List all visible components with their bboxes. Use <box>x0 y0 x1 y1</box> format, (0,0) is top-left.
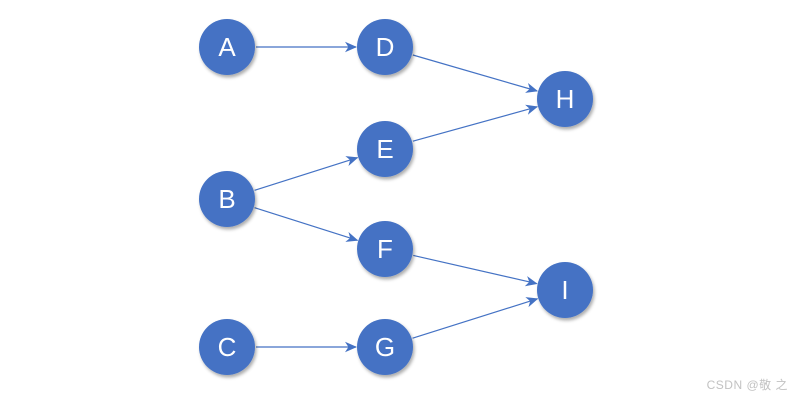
node-C: C <box>199 319 255 375</box>
csdn-watermark: CSDN @敬 之 <box>706 378 788 392</box>
node-F: F <box>357 221 413 277</box>
edge-B-F <box>254 207 359 242</box>
node-circle-C <box>199 319 255 375</box>
nodes-layer: A D H E B F I C G <box>199 19 593 375</box>
node-label-H: H <box>556 84 575 114</box>
node-G: G <box>357 319 413 375</box>
node-label-D: D <box>376 32 395 62</box>
node-circle-B <box>199 171 255 227</box>
node-circle-H <box>537 71 593 127</box>
node-circle-E <box>357 121 413 177</box>
node-circle-I <box>537 262 593 318</box>
node-H: H <box>537 71 593 127</box>
node-label-F: F <box>377 234 393 264</box>
node-D: D <box>357 19 413 75</box>
node-circle-A <box>199 19 255 75</box>
node-circle-G <box>357 319 413 375</box>
node-label-E: E <box>376 134 393 164</box>
node-label-B: B <box>218 184 235 214</box>
node-label-G: G <box>375 332 395 362</box>
node-A: A <box>199 19 255 75</box>
edge-G-I <box>412 297 539 339</box>
edge-E-H <box>412 104 539 142</box>
edge-B-E <box>254 156 359 191</box>
node-label-I: I <box>561 275 568 305</box>
edge-D-H <box>412 54 539 93</box>
node-label-C: C <box>218 332 237 362</box>
node-label-A: A <box>218 32 236 62</box>
edges-layer <box>254 41 539 353</box>
node-B: B <box>199 171 255 227</box>
node-I: I <box>537 262 593 318</box>
node-circle-F <box>357 221 413 277</box>
node-circle-D <box>357 19 413 75</box>
node-E: E <box>357 121 413 177</box>
edge-F-I <box>413 254 538 287</box>
